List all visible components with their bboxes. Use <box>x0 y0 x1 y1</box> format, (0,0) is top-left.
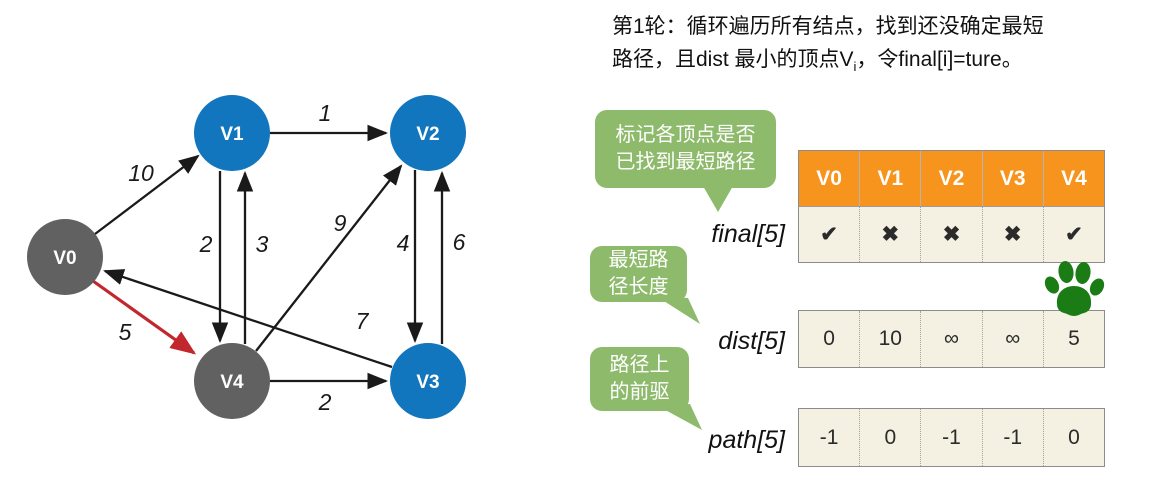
path-cell-v4: 0 <box>1042 409 1104 466</box>
edge-weight-v1-v2: 1 <box>319 100 332 126</box>
dist-cell-v1: 10 <box>859 311 920 367</box>
node-label-v4: V4 <box>220 372 244 393</box>
note-line2b: ，令final[i]=ture。 <box>856 48 1023 71</box>
edge-weight-v4-v3: 2 <box>318 389 332 415</box>
final-array-label: final[5] <box>711 220 785 248</box>
callout-final-hint: 标记各顶点是否 已找到最短路径 <box>595 110 776 212</box>
node-label-v0: V0 <box>53 248 76 269</box>
callout-final-line1: 标记各顶点是否 <box>615 124 756 146</box>
callout-tail <box>656 296 700 324</box>
edge-v3-v0 <box>103 269 393 369</box>
final-table: V0 V1 V2 V3 V4 ✔ ✖ ✖ ✖ ✔ <box>798 150 1105 263</box>
edge-weight-v4-v2: 9 <box>334 210 347 236</box>
callout-final-line2: 已找到最短路径 <box>615 151 756 173</box>
callout-path-line2: 的前驱 <box>609 381 670 403</box>
final-cell-v4-check-icon: ✔ <box>1042 207 1104 262</box>
path-cell-v2: -1 <box>920 409 981 466</box>
header-cell-v0: V0 <box>816 166 842 190</box>
dist-table: 0 10 ∞ ∞ 5 <box>798 310 1105 368</box>
path-cell-v1: 0 <box>859 409 920 466</box>
graph-node-v4 <box>194 343 270 419</box>
paw-icon <box>1044 261 1105 316</box>
dist-cell-v3: ∞ <box>981 311 1043 367</box>
node-label-v1: V1 <box>220 124 244 145</box>
edge-weight-v0-v1: 10 <box>128 160 154 186</box>
callout-tail <box>703 186 733 212</box>
node-label-v2: V2 <box>416 124 439 145</box>
callout-tail <box>658 404 702 430</box>
final-values-row: ✔ ✖ ✖ ✖ ✔ <box>799 207 1104 262</box>
callout-dist-hint: 最短路 径长度 <box>590 246 687 302</box>
note-subscript: i <box>853 59 857 75</box>
final-cell-v2-cross-icon: ✖ <box>920 207 981 262</box>
header-cell-v3: V3 <box>981 151 1043 206</box>
edge-v0-v1 <box>94 154 200 235</box>
callout-path-hint: 路径上 的前驱 <box>590 347 689 411</box>
edge-weight-v4-v1: 3 <box>256 231 269 257</box>
dist-array-label: dist[5] <box>718 327 785 355</box>
vertex-header-row: V0 V1 V2 V3 V4 <box>799 151 1104 207</box>
path-values-row: -1 0 -1 -1 0 <box>799 409 1104 466</box>
dist-cell-v2: ∞ <box>920 311 981 367</box>
node-label-v3: V3 <box>416 372 439 393</box>
graph-diagram: 10 1 2 3 9 4 6 2 7 5 V0 V1 V2 V3 V4 <box>27 95 466 419</box>
dist-cell-v0: 0 <box>823 327 835 350</box>
graph-node-v3 <box>390 343 466 419</box>
graph-node-v0 <box>27 219 103 295</box>
note-line2a: 路径，且dist 最小的顶点V <box>612 48 854 71</box>
graph-node-v2 <box>390 95 466 171</box>
edge-weight-v0-v4: 5 <box>119 319 132 345</box>
edge-weight-v3-v0: 7 <box>356 308 370 334</box>
graph-node-v1 <box>194 95 270 171</box>
path-table: -1 0 -1 -1 0 <box>798 408 1105 467</box>
edge-v4-v2 <box>255 164 403 352</box>
edge-v0-v4-highlighted <box>92 279 197 355</box>
edge-weight-v1-v4: 2 <box>199 231 213 257</box>
header-cell-v4: V4 <box>1042 151 1104 206</box>
final-cell-v0-check-icon: ✔ <box>820 223 838 246</box>
path-cell-v3: -1 <box>981 409 1043 466</box>
callout-path-line1: 路径上 <box>609 354 670 376</box>
path-cell-v0: -1 <box>819 425 839 449</box>
dist-cell-v4: 5 <box>1042 311 1104 367</box>
path-array-label: path[5] <box>708 426 785 454</box>
edge-weight-v2-v3: 4 <box>397 230 410 256</box>
callout-dist-line1: 最短路 <box>608 249 669 271</box>
note-line1: 第1轮：循环遍历所有结点，找到还没确定最短 <box>612 15 1044 38</box>
final-cell-v1-cross-icon: ✖ <box>859 207 920 262</box>
round-description: 第1轮：循环遍历所有结点，找到还没确定最短 路径，且dist 最小的顶点Vi，令… <box>612 10 1172 83</box>
final-cell-v3-cross-icon: ✖ <box>981 207 1043 262</box>
callout-dist-line2: 径长度 <box>608 276 669 298</box>
dist-values-row: 0 10 ∞ ∞ 5 <box>799 311 1104 367</box>
header-cell-v1: V1 <box>859 151 920 206</box>
header-cell-v2: V2 <box>920 151 981 206</box>
edge-weight-v3-v2: 6 <box>453 229 466 255</box>
